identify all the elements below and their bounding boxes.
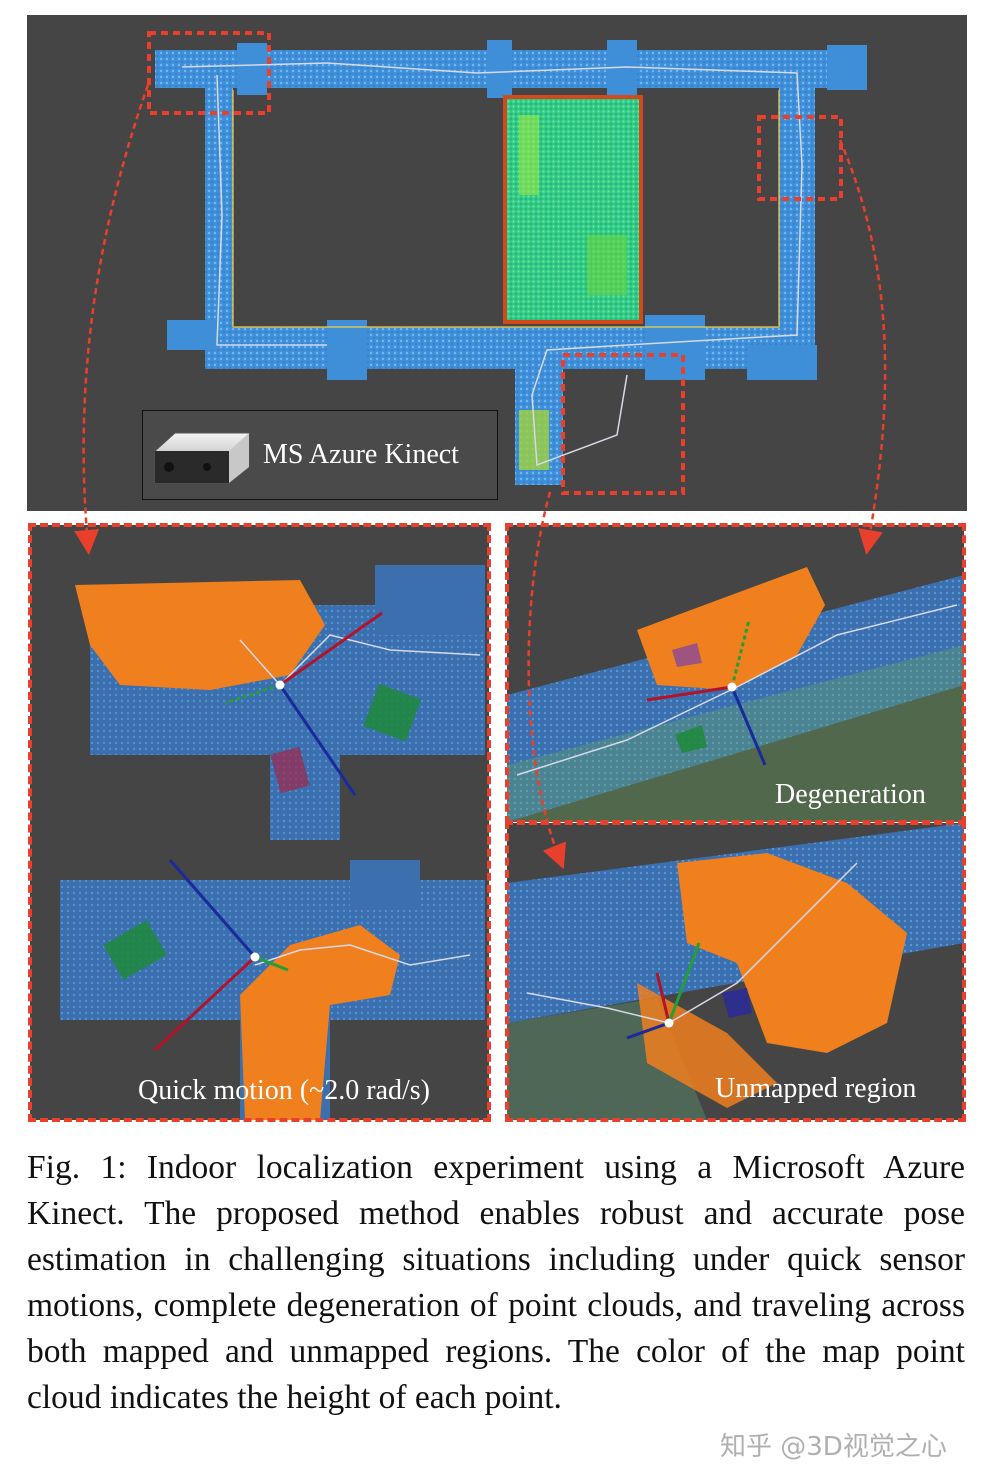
degeneration-panel: Degeneration bbox=[507, 525, 964, 822]
quick-motion-pointcloud bbox=[60, 565, 485, 1120]
quick-motion-panel: Quick motion (~2.0 rad/s) bbox=[30, 525, 489, 1120]
current-scan-points bbox=[677, 853, 907, 1053]
current-scan-points bbox=[75, 580, 325, 690]
sensor-legend: MS Azure Kinect bbox=[142, 410, 498, 500]
highlight-box-quick bbox=[147, 31, 271, 115]
sensor-label: MS Azure Kinect bbox=[263, 439, 459, 470]
quick-motion-label: Quick motion (~2.0 rad/s) bbox=[138, 1075, 430, 1106]
highlight-box-unmapped bbox=[561, 353, 685, 495]
unmapped-label: Unmapped region bbox=[715, 1073, 917, 1104]
unmapped-region-pointcloud bbox=[507, 823, 964, 1120]
trajectory-line bbox=[181, 62, 803, 467]
map-overview-pointcloud bbox=[147, 31, 867, 495]
figure-caption: Fig. 1: Indoor localization experiment u… bbox=[27, 1149, 965, 1416]
room-pointcloud bbox=[503, 95, 643, 324]
degeneration-label: Degeneration bbox=[775, 779, 926, 810]
map-overview-panel: MS Azure Kinect bbox=[27, 15, 967, 511]
kinect-camera-icon bbox=[154, 432, 250, 484]
unmapped-region-panel: Unmapped region bbox=[507, 823, 964, 1120]
degeneration-pointcloud bbox=[507, 567, 964, 822]
watermark: 知乎 @3D视觉之心 bbox=[720, 1432, 947, 1462]
